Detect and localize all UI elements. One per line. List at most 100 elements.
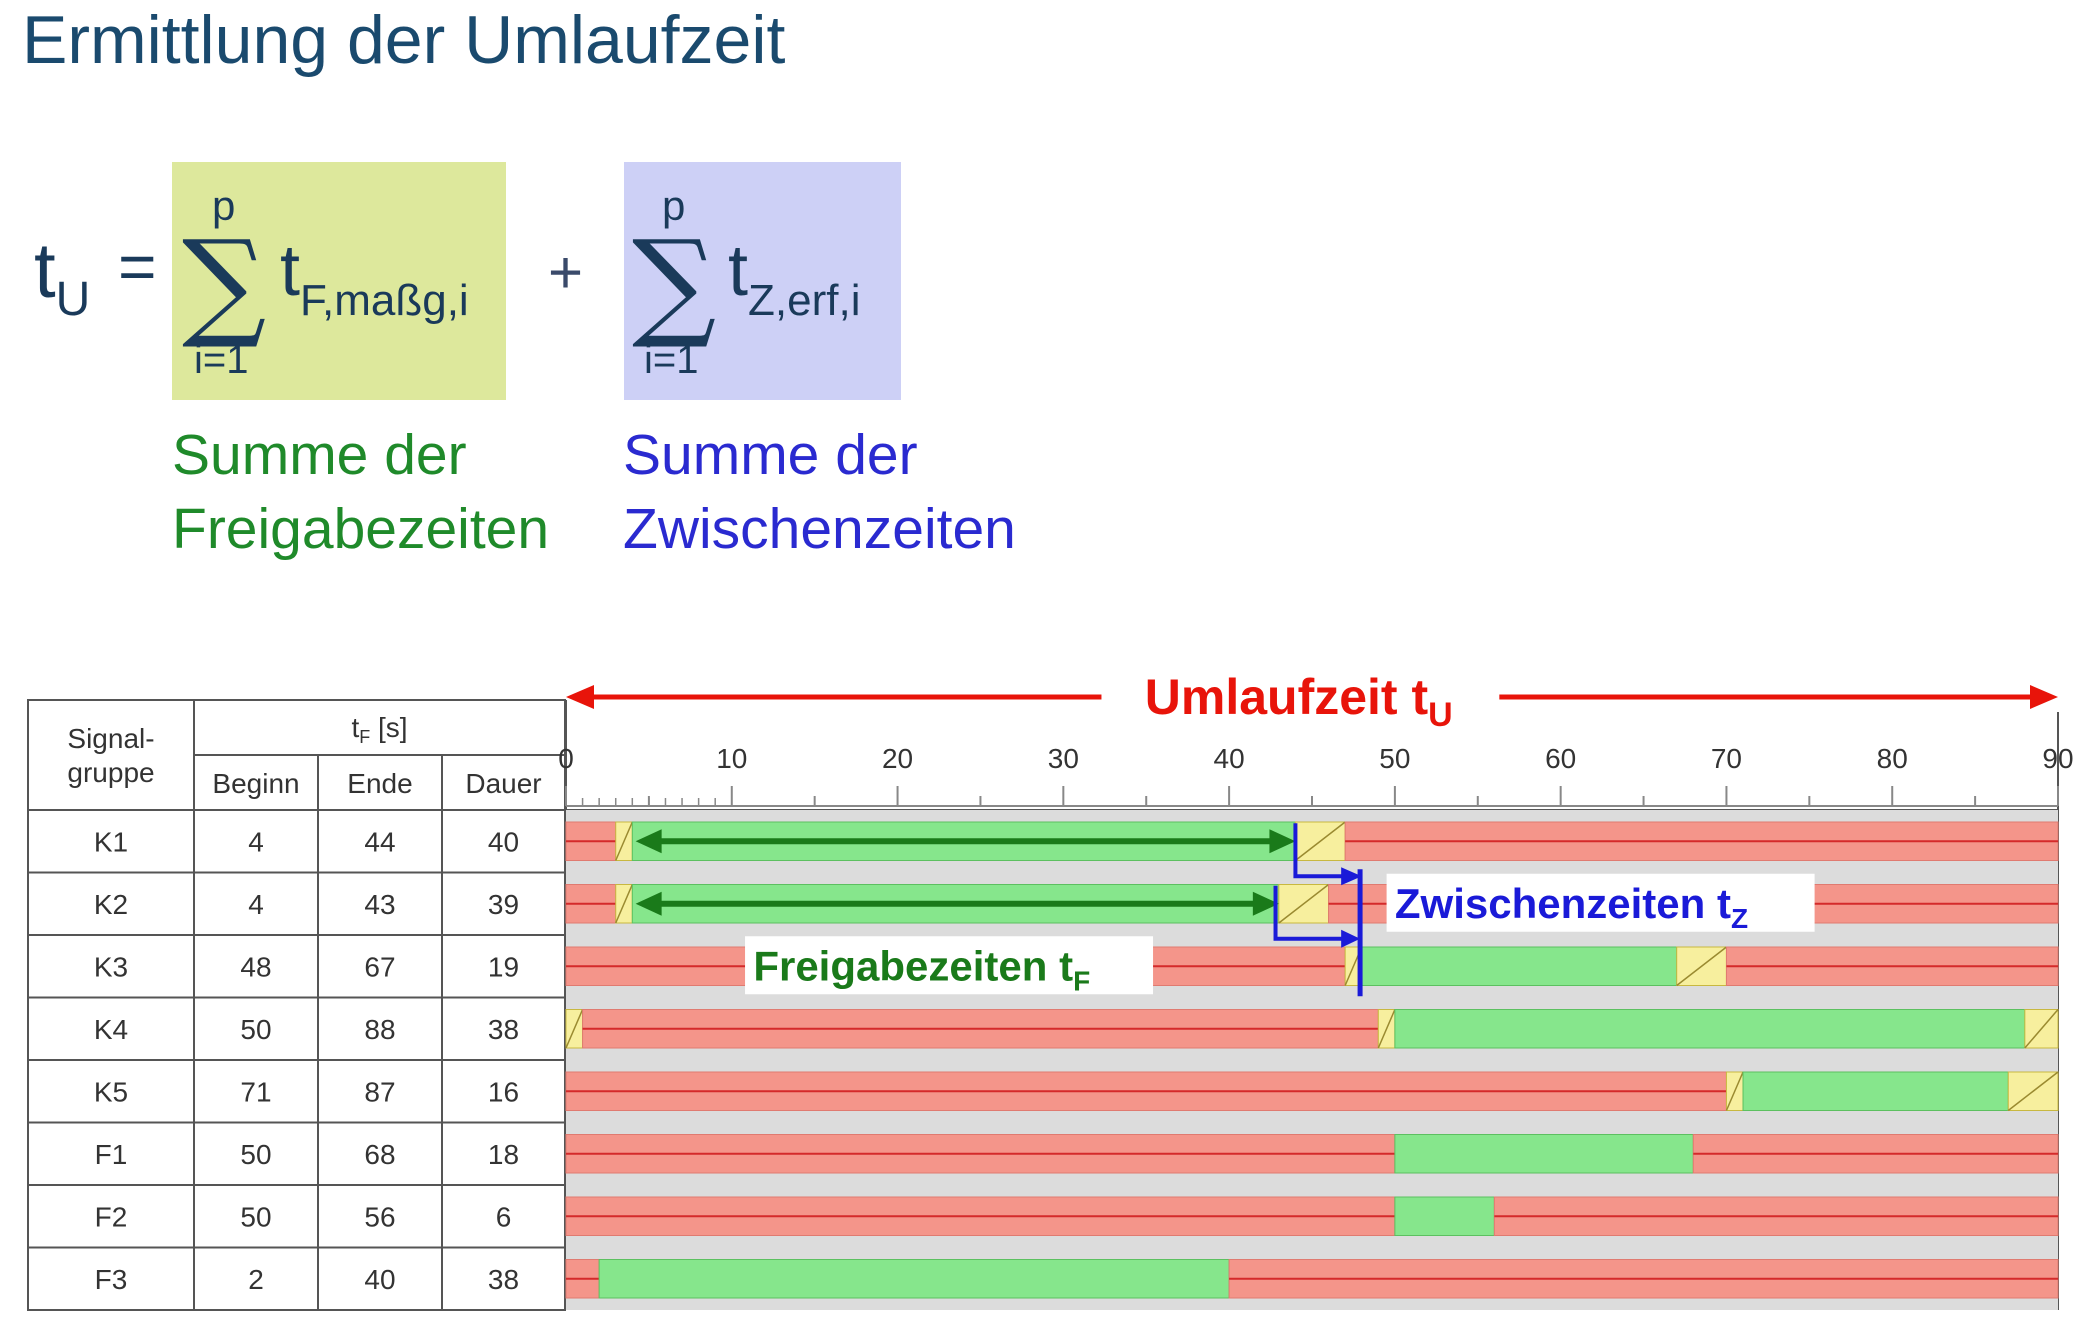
phase-green [1394, 1134, 1694, 1174]
sum2-upper: p [662, 182, 686, 229]
zwischen-label-text: Zwischenzeiten t [1395, 880, 1731, 927]
formula-lhs-sub: U [55, 273, 91, 326]
cell-end: 88 [364, 1014, 395, 1045]
cell-name: K5 [94, 1076, 128, 1107]
cell-dur: 39 [488, 889, 519, 920]
header-end: Ende [347, 768, 412, 799]
cell-dur: 6 [496, 1201, 512, 1232]
phase-yellow-diagonal [2024, 1009, 2059, 1049]
cell-begin: 50 [240, 1201, 271, 1232]
zwischen-bracket-k2 [1273, 885, 1352, 941]
axis-tick-label: 80 [1877, 743, 1908, 774]
axis-tick-label: 20 [882, 743, 913, 774]
cell-name: K3 [94, 951, 128, 982]
zwischen-label: Zwischenzeiten tZ [1395, 880, 1748, 934]
caption-zwischen-line1: Summe der [623, 423, 918, 487]
formula-lhs-symbol: t [34, 226, 56, 314]
phase-green [1742, 1071, 2009, 1111]
phase-yellow-diagonal [615, 884, 633, 924]
cell-begin: 50 [240, 1014, 271, 1045]
axis-tick-label: 10 [716, 743, 747, 774]
zwischen-label-bg [1386, 873, 1815, 932]
sum1-sigma: ∑ [182, 214, 267, 352]
sum2-sigma: ∑ [632, 214, 717, 352]
sum-zwischen-box: p ∑ i=1 tZ,erf,i [624, 162, 901, 400]
cell-dur: 16 [488, 1076, 519, 1107]
cell-end: 68 [364, 1139, 395, 1170]
cell-begin: 50 [240, 1139, 271, 1170]
zwischen-bracket-k2-head [1341, 929, 1361, 948]
phase-green [1361, 946, 1678, 986]
cell-end: 56 [364, 1201, 395, 1232]
header-group-line2: gruppe [67, 757, 154, 788]
umlauf-label-text: Umlaufzeit t [1145, 669, 1429, 725]
annotation-overlay: Umlaufzeit tU Zwischenzeiten tZ Freigabeze… [566, 669, 2058, 997]
table-frame [27, 699, 566, 1311]
cell-begin: 48 [240, 951, 271, 982]
caption-zwischenzeiten: Summe der Zwischenzeiten [623, 418, 1016, 566]
sum2-term-symbol: t [728, 231, 749, 311]
phase-green [1394, 1196, 1495, 1236]
page-title: Ermittlung der Umlaufzeit [22, 2, 786, 78]
sum1-lower: i=1 [194, 338, 249, 382]
caption-freigabezeiten: Summe der Freigabezeiten [172, 418, 549, 566]
header-dur: Dauer [465, 768, 541, 799]
cell-end: 44 [364, 826, 395, 857]
cell-begin: 71 [240, 1076, 271, 1107]
zwischen-bracket-k1 [1293, 823, 1352, 879]
phase-green [1394, 1009, 2026, 1049]
sum1-term: tF,maßg,i [280, 230, 469, 326]
formula-equals: = [118, 229, 157, 303]
cell-name: F1 [95, 1139, 128, 1170]
freigabe-arrow-k1-head-left [635, 829, 662, 854]
phase-yellow-diagonal [1725, 1071, 1744, 1111]
zwischen-bracket-k1-head [1341, 867, 1362, 886]
sum2-term-sub: Z,erf,i [748, 276, 861, 325]
cell-end: 43 [364, 889, 395, 920]
header-tf: tF [s] [351, 712, 407, 747]
header-tf-sub: F [359, 727, 370, 747]
phase-yellow-diagonal [615, 821, 633, 861]
cell-dur: 19 [488, 951, 519, 982]
cell-dur: 38 [488, 1014, 519, 1045]
umlauf-label-sub: U [1428, 696, 1453, 734]
umlauf-label: Umlaufzeit tU [1145, 669, 1453, 734]
freigabe-arrow-k2-head-right [1252, 891, 1279, 916]
freigabe-label: Freigabezeiten tF [753, 942, 1090, 996]
table-row: K4 50 88 38 [94, 1014, 519, 1045]
phase-yellow-diagonal [1294, 821, 1346, 862]
axis-tick-label: 30 [1048, 743, 1079, 774]
cell-name: K1 [94, 826, 128, 857]
zwischen-label-sub: Z [1731, 903, 1748, 934]
umlauf-arrowhead-right [2030, 685, 2058, 709]
freigabe-arrow-k1-head-right [1269, 829, 1296, 854]
sum1-term-sub: F,maßg,i [300, 276, 469, 325]
header-tf-symbol: t [351, 712, 359, 743]
axis-tick-label: 70 [1711, 743, 1742, 774]
cell-name: K4 [94, 1014, 128, 1045]
cell-begin: 2 [248, 1264, 264, 1295]
axis-tick-label: 0 [558, 743, 574, 774]
cell-end: 67 [364, 951, 395, 982]
cell-name: F3 [95, 1264, 128, 1295]
phase-yellow-diagonal [565, 1009, 584, 1049]
table-row: F2 50 56 6 [95, 1201, 512, 1232]
sum1-term-symbol: t [280, 231, 301, 311]
umlauf-arrowhead-left [566, 685, 594, 709]
freigabe-label-bg [745, 936, 1154, 995]
phase-yellow-diagonal [1676, 946, 1727, 987]
sum2-term: tZ,erf,i [728, 230, 860, 326]
axis-tick-label: 90 [2042, 743, 2073, 774]
freigabe-label-sub: F [1073, 965, 1090, 996]
cell-dur: 38 [488, 1264, 519, 1295]
cell-name: F2 [95, 1201, 128, 1232]
caption-zwischen-line2: Zwischenzeiten [623, 497, 1016, 561]
sum-freigabe-box: p ∑ i=1 tF,maßg,i [172, 162, 506, 400]
freigabe-label-text: Freigabezeiten t [753, 942, 1073, 989]
header-begin: Beginn [212, 768, 299, 799]
phase-green [598, 1259, 1230, 1299]
header-group-line1: Signal- [67, 723, 154, 754]
